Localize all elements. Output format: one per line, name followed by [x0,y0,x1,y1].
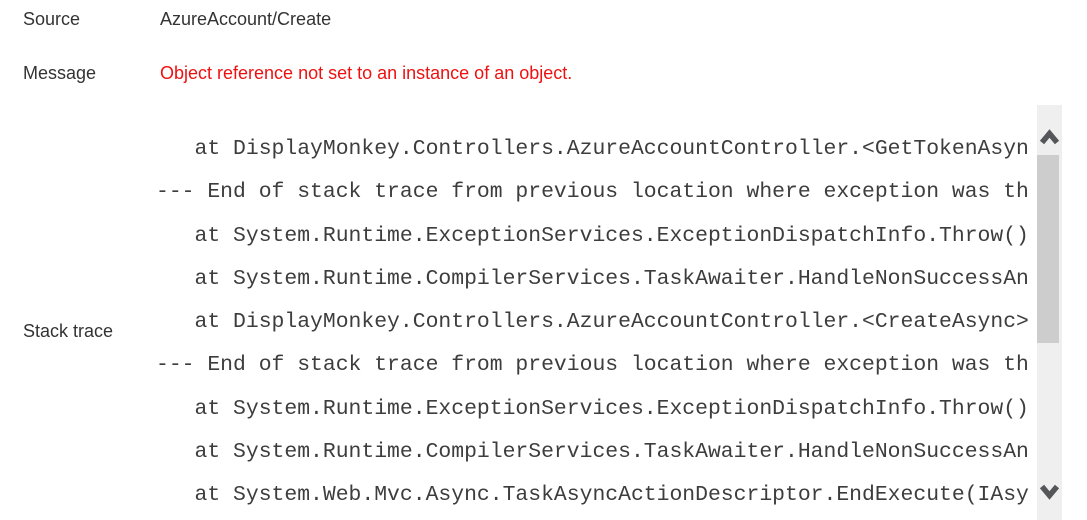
scroll-up-button[interactable] [1037,105,1062,155]
vertical-scrollbar[interactable] [1037,105,1062,520]
stack-trace-content: at DisplayMonkey.Controllers.AzureAccoun… [156,105,1037,518]
source-value: AzureAccount/Create [160,9,332,29]
stack-trace-line: at System.Runtime.ExceptionServices.Exce… [156,223,1029,248]
scrollbar-thumb[interactable] [1037,155,1059,343]
message-value: Object reference not set to an instance … [160,63,573,83]
stack-trace-line: at DisplayMonkey.Controllers.AzureAccoun… [156,137,1029,161]
stack-trace-line: at System.Runtime.ExceptionServices.Exce… [156,396,1029,421]
stack-trace-line: at System.Runtime.CompilerServices.TaskA… [156,440,1029,465]
stack-trace-line: --- End of stack trace from previous loc… [156,180,1029,205]
stack-trace-line: --- End of stack trace from previous loc… [156,353,1029,378]
source-label: Source [23,9,81,29]
stack-trace-line: at System.Web.Mvc.Async.TaskAsyncActionD… [156,483,1029,508]
stack-trace-viewport[interactable]: at DisplayMonkey.Controllers.AzureAccoun… [156,105,1037,520]
scroll-down-button[interactable] [1037,467,1062,517]
message-label: Message [23,63,97,83]
stack-trace-line: at DisplayMonkey.Controllers.AzureAccoun… [156,310,1029,335]
stack-trace-line: at System.Runtime.CompilerServices.TaskA… [156,266,1029,291]
stack-trace-label: Stack trace [23,321,114,341]
chevron-up-icon [1039,129,1060,145]
chevron-down-icon [1039,484,1060,500]
